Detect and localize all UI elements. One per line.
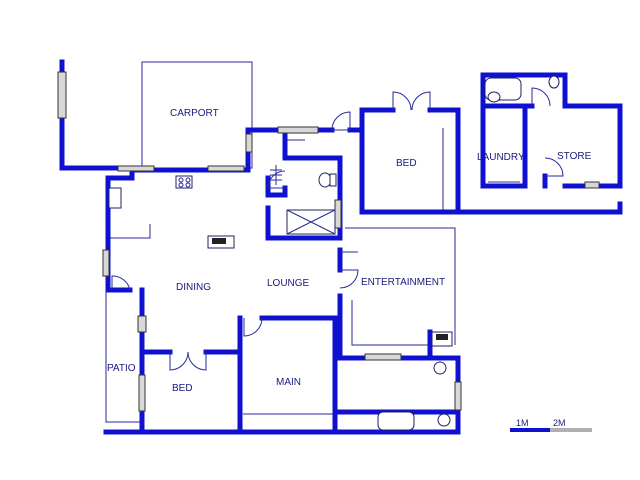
- bath-ensuite: [377, 411, 415, 431]
- room-label-store: STORE: [557, 151, 592, 162]
- door-main: [243, 317, 263, 337]
- wall-passage: [282, 127, 343, 239]
- window-entertainment-bottom: [364, 353, 402, 361]
- door-dining-patio: [111, 275, 131, 291]
- fireplace-hearth: [212, 238, 226, 244]
- toilet-bath: [318, 172, 332, 188]
- room-label-bed-bottom: BED: [172, 383, 193, 394]
- window-kitchen-top-left: [117, 165, 155, 172]
- basin-ensuite: [437, 413, 451, 427]
- window-patio: [137, 315, 147, 333]
- door-bed-top-right: [411, 91, 431, 111]
- wall-carport-left: [59, 59, 143, 171]
- door-entertainment: [339, 269, 359, 289]
- scale-bar: 1M 2M: [510, 418, 592, 432]
- fireplace-entertainment-hearth: [436, 334, 448, 340]
- room-label-lounge: LOUNGE: [267, 278, 310, 289]
- scale-label-2m: 2M: [553, 418, 566, 428]
- sink-fixture: [108, 187, 122, 209]
- wall-laundry: [480, 72, 528, 189]
- door-bed-bottom-left: [169, 351, 189, 371]
- fixtures: [108, 75, 560, 431]
- window-passage-right: [334, 199, 342, 229]
- wall-main-top: [259, 315, 338, 435]
- stove-burner: [178, 182, 184, 188]
- wall-bed-top-bottom: [359, 107, 461, 215]
- wall-kitchen-top: [105, 167, 251, 181]
- wall-bed-top-left: [347, 107, 396, 133]
- window-passage-top: [277, 126, 319, 134]
- stove-burner: [185, 177, 191, 183]
- toilet-laundry: [487, 91, 501, 103]
- scale-segment-1m: [510, 428, 550, 432]
- door-store: [544, 157, 564, 177]
- room-label-main: MAIN: [276, 377, 301, 388]
- wall-bed-top-right: [427, 107, 461, 215]
- doors: [111, 87, 564, 371]
- door-bed-bottom-right: [187, 351, 207, 371]
- stove-burner: [185, 182, 191, 188]
- scale-segment-2m: [550, 428, 592, 432]
- toilet-bath-cistern: [329, 173, 337, 187]
- door-passage-top: [331, 111, 351, 131]
- stairs-fixture: [270, 165, 282, 185]
- scale-label-1m: 1M: [516, 418, 529, 428]
- entertainment-outline: [345, 227, 456, 345]
- patio-outline: [105, 292, 142, 423]
- door-bed-top-left: [392, 91, 412, 111]
- wall-store: [480, 72, 623, 189]
- walls: [59, 59, 623, 435]
- room-labels: CARPORT BED LAUNDRY STORE DINING LOUNGE …: [107, 108, 592, 394]
- wall-bath-bottom: [265, 205, 343, 241]
- room-label-bed-top: BED: [396, 158, 417, 169]
- entertainment-inner-outline: [351, 300, 432, 346]
- stove-burner: [178, 177, 184, 183]
- room-label-entertainment: ENTERTAINMENT: [361, 277, 445, 288]
- room-label-dining: DINING: [176, 282, 211, 293]
- kitchen-counter-outline: [105, 222, 151, 239]
- window-carport-right: [245, 133, 253, 153]
- wall-bed-annex: [455, 201, 623, 215]
- toilet-store: [548, 75, 560, 89]
- toilet-ensuite: [433, 361, 447, 375]
- stove-fixture: [175, 175, 193, 189]
- window-ensuite: [454, 381, 462, 411]
- room-label-laundry: LAUNDRY: [477, 152, 525, 163]
- shower-cross: [286, 209, 336, 235]
- window-carport-left: [57, 71, 67, 119]
- room-label-patio: PATIO: [107, 363, 136, 374]
- windows: [57, 71, 600, 412]
- door-bath: [267, 170, 286, 189]
- room-label-carport: CARPORT: [170, 108, 219, 119]
- window-store: [584, 181, 600, 189]
- window-kitchen-top-right: [207, 165, 245, 172]
- door-laundry-top: [531, 87, 551, 107]
- wall-bed-bottom-right: [203, 349, 243, 435]
- window-bed-bottom: [138, 374, 146, 412]
- window-dining-left: [102, 249, 110, 277]
